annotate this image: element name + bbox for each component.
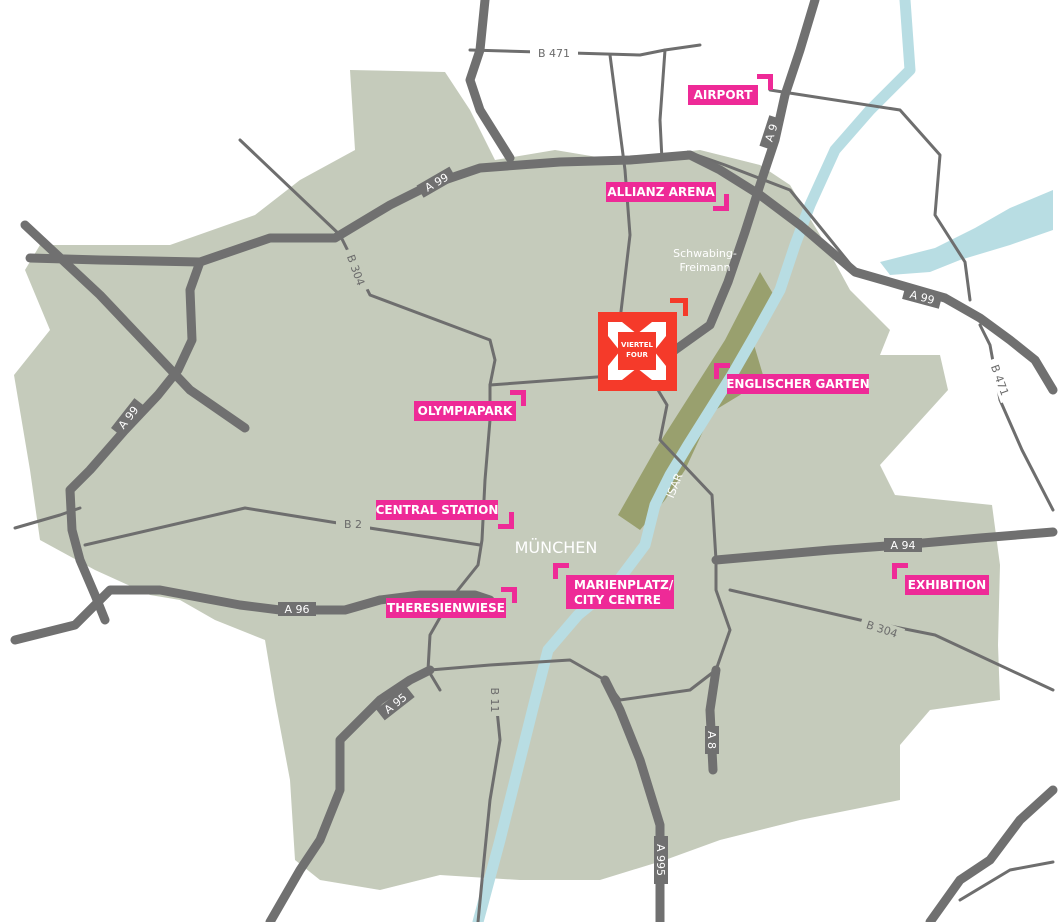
- isar-river: [472, 0, 916, 922]
- poi-olympiapark[interactable]: OLYMPIAPARK: [414, 390, 526, 421]
- viertel-four-logo-line2: FOUR: [626, 351, 648, 359]
- road-label-a96: A 96: [284, 603, 309, 616]
- poi-marienplatz-label-line1: MARIENPLATZ/: [574, 578, 674, 592]
- viertel-four-logo-line1: VIERTEL: [621, 341, 653, 349]
- poi-exhibition[interactable]: EXHIBITION: [892, 563, 989, 595]
- poi-exhibition-label: EXHIBITION: [908, 578, 986, 592]
- poi-olympiapark-label: OLYMPIAPARK: [418, 404, 513, 418]
- poi-allianz-arena-label: ALLIANZ ARENA: [607, 185, 715, 199]
- poi-airport[interactable]: AIRPORT: [688, 74, 773, 105]
- poi-allianz-arena-marker-icon: [713, 194, 729, 211]
- poi-airport-label: AIRPORT: [694, 88, 754, 102]
- poi-central-station-marker-icon: [498, 512, 514, 529]
- road-label-a94: A 94: [890, 539, 915, 552]
- road-label-a995: A 995: [654, 844, 667, 876]
- poi-marienplatz-marker-icon: [553, 563, 569, 579]
- englischer-garten-park: [618, 272, 778, 530]
- road-label-a99-east: A 99: [908, 288, 936, 307]
- poi-englischer-garten[interactable]: ENGLISCHER GARTEN: [714, 363, 870, 394]
- poi-olympiapark-marker-icon: [510, 390, 526, 406]
- poi-marienplatz[interactable]: MARIENPLATZ/ CITY CENTRE: [553, 563, 674, 609]
- poi-theresienwiese[interactable]: THERESIENWIESE: [386, 587, 517, 618]
- road-label-b2: B 2: [344, 518, 362, 531]
- poi-central-station[interactable]: CENTRAL STATION: [376, 500, 514, 529]
- poi-airport-marker-icon: [757, 74, 773, 90]
- city-label: MÜNCHEN: [515, 538, 598, 557]
- poi-exhibition-marker-icon: [892, 563, 908, 579]
- poi-marienplatz-label-line2: CITY CENTRE: [574, 593, 661, 607]
- city-area: [14, 70, 1000, 890]
- lake: [880, 190, 1053, 275]
- poi-englischer-garten-marker-icon: [714, 363, 730, 379]
- road-label-b471-top: B 471: [538, 47, 570, 60]
- road-label-a8: A 8: [705, 731, 718, 749]
- road-label-b471-east: B 471: [988, 363, 1011, 398]
- district-label-line2: Freimann: [679, 261, 730, 274]
- poi-theresienwiese-label: THERESIENWIESE: [387, 601, 505, 615]
- viertel-four-logo[interactable]: VIERTEL FOUR: [598, 298, 688, 391]
- poi-theresienwiese-marker-icon: [501, 587, 517, 603]
- district-label-line1: Schwabing-: [673, 247, 737, 260]
- viertel-four-marker-icon: [670, 298, 688, 316]
- road-label-b11: B 11: [488, 687, 501, 712]
- poi-allianz-arena[interactable]: ALLIANZ ARENA: [606, 182, 729, 211]
- road-label-a9: A 9: [763, 122, 781, 143]
- poi-englischer-garten-label: ENGLISCHER GARTEN: [726, 377, 870, 391]
- poi-central-station-label: CENTRAL STATION: [376, 503, 499, 517]
